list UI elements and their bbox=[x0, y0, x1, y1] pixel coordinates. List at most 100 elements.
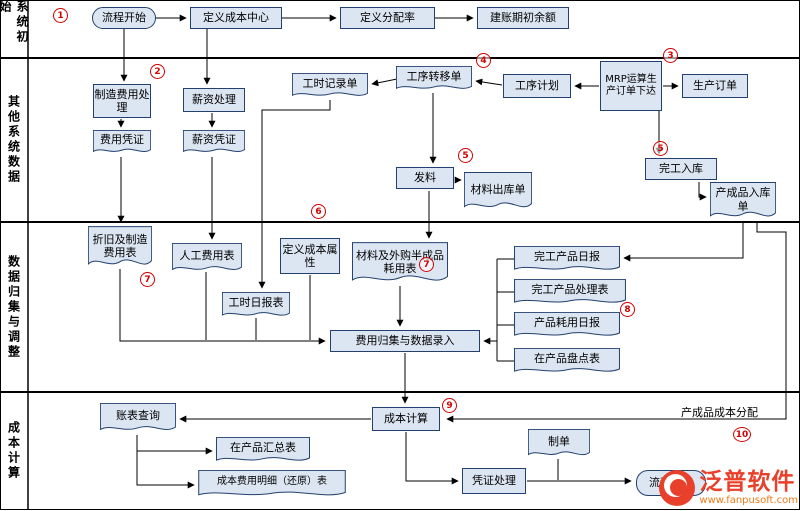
node-label: 薪资凭证 bbox=[192, 133, 236, 147]
node-label: 生产订单 bbox=[693, 79, 737, 93]
node-define-alloc-rate: 定义分配率 bbox=[340, 7, 435, 29]
document-shape bbox=[528, 429, 590, 460]
document-shape bbox=[464, 172, 532, 214]
node-mrp-run: MRP运算生产订单下达 bbox=[600, 61, 662, 111]
node-process-transfer: 工序转移单 bbox=[396, 66, 472, 93]
node-voucher-process: 凭证处理 bbox=[462, 468, 526, 494]
lane-label-other-system-data: 其他系统数据 bbox=[6, 95, 21, 185]
brand-name: 泛普软件 bbox=[699, 469, 796, 496]
node-labor-table: 人工费用表 bbox=[172, 243, 242, 275]
document-shape bbox=[710, 182, 776, 223]
watermark-text: 泛普软件 www.fanpusoft.com bbox=[699, 470, 798, 505]
node-opening-balance: 建账期初余额 bbox=[477, 7, 569, 29]
node-cost-detail: 成本费用明细（还原）表 bbox=[198, 470, 346, 500]
document-shape bbox=[88, 226, 152, 272]
node-report-query: 账表查询 bbox=[100, 403, 176, 435]
step-badge-5a: 5 bbox=[458, 148, 473, 163]
lane-label-cost-calc: 成本计算 bbox=[6, 421, 21, 481]
step-badge-2: 2 bbox=[150, 64, 165, 79]
fanpu-logo-icon bbox=[659, 470, 696, 506]
brand-url: www.fanpusoft.com bbox=[699, 494, 798, 506]
document-shape bbox=[183, 130, 245, 156]
node-material-out: 材料出库单 bbox=[464, 172, 532, 214]
step-badge-4: 4 bbox=[476, 53, 491, 68]
step-badge-10: 10 bbox=[733, 427, 751, 442]
node-fg-receipt: 产成品入库单 bbox=[710, 182, 776, 223]
node-label: 产品耗用日报 bbox=[534, 316, 600, 330]
node-cost-calc: 成本计算 bbox=[372, 407, 440, 431]
node-label: 定义成本中心 bbox=[203, 11, 269, 25]
node-label: 成本计算 bbox=[384, 412, 428, 426]
lane-label-data-collection: 数据归集与调整 bbox=[6, 254, 21, 360]
node-process-plan: 工序计划 bbox=[503, 74, 571, 98]
node-label: 流程开始 bbox=[102, 11, 146, 25]
node-label: 工时日报表 bbox=[228, 296, 284, 310]
node-label: 折旧及制造费用表 bbox=[92, 232, 148, 259]
document-shape bbox=[396, 66, 472, 93]
node-label: 制单 bbox=[548, 434, 570, 448]
document-shape bbox=[216, 437, 310, 465]
node-depreciation-table: 折旧及制造费用表 bbox=[88, 226, 152, 272]
node-timesheet-daily: 工时日报表 bbox=[222, 292, 290, 320]
node-label: 完工入库 bbox=[659, 162, 703, 176]
node-completion-in: 完工入库 bbox=[645, 158, 717, 180]
node-issue-material: 发料 bbox=[396, 167, 454, 189]
node-mfg-expense: 制造费用处理 bbox=[93, 84, 151, 118]
node-label: 材料出库单 bbox=[470, 183, 526, 197]
document-shape bbox=[514, 279, 626, 307]
node-define-cost-center: 定义成本中心 bbox=[190, 7, 282, 29]
node-label: 账表查询 bbox=[116, 409, 160, 423]
node-consumption-daily: 产品耗用日报 bbox=[514, 312, 620, 340]
node-label: MRP运算生产订单下达 bbox=[605, 74, 657, 97]
node-label: 完工产品处理表 bbox=[531, 283, 609, 297]
node-wip-summary: 在产品汇总表 bbox=[216, 437, 310, 465]
step-badge-1: 1 bbox=[53, 8, 68, 23]
node-fg-daily: 完工产品日报 bbox=[514, 246, 620, 274]
node-label: 定义分配率 bbox=[360, 11, 415, 25]
node-expense-voucher: 费用凭证 bbox=[93, 130, 151, 156]
node-label: 薪资处理 bbox=[192, 93, 236, 107]
node-label: 完工产品日报 bbox=[534, 250, 600, 264]
node-label: 制造费用处理 bbox=[94, 87, 150, 114]
node-label: 成本费用明细（还原）表 bbox=[217, 476, 327, 487]
node-label: 费用凭证 bbox=[100, 133, 144, 147]
vendor-watermark: 泛普软件 www.fanpusoft.com bbox=[659, 470, 798, 506]
node-label: 在产品盘点表 bbox=[534, 352, 600, 366]
node-payroll-voucher: 薪资凭证 bbox=[183, 130, 245, 156]
node-collection-entry: 费用归集与数据录入 bbox=[330, 330, 480, 352]
document-shape bbox=[222, 292, 290, 320]
logo-swirl-inner bbox=[670, 479, 688, 496]
node-start: 流程开始 bbox=[92, 7, 156, 29]
step-badge-6: 6 bbox=[311, 204, 326, 219]
node-make-voucher: 制单 bbox=[528, 429, 590, 460]
document-shape bbox=[93, 130, 151, 156]
annotation-fg-cost-alloc: 产成品成本分配 bbox=[681, 406, 758, 419]
document-shape bbox=[514, 348, 620, 376]
node-label: 工序转移单 bbox=[406, 69, 462, 83]
node-label: 工时记录单 bbox=[302, 76, 358, 90]
step-badge-3: 3 bbox=[663, 48, 678, 63]
step-badge-7b: 7 bbox=[419, 257, 434, 272]
node-label: 定义成本属性 bbox=[282, 242, 338, 269]
node-prod-order: 生产订单 bbox=[682, 74, 748, 98]
node-timesheet: 工时记录单 bbox=[292, 73, 368, 100]
node-label: 在产品汇总表 bbox=[230, 441, 296, 455]
node-label: 建账期初余额 bbox=[490, 11, 556, 25]
document-shape bbox=[172, 243, 242, 275]
step-badge-9: 9 bbox=[442, 398, 457, 413]
document-shape bbox=[292, 73, 368, 100]
node-label: 产成品入库单 bbox=[715, 186, 771, 213]
document-shape bbox=[198, 470, 346, 500]
step-badge-5b: 5 bbox=[653, 141, 668, 156]
document-shape bbox=[514, 246, 620, 274]
lane-label-system-init: 系统初始 bbox=[0, 0, 29, 45]
node-wip-count: 在产品盘点表 bbox=[514, 348, 620, 376]
node-cost-attr: 定义成本属性 bbox=[280, 238, 340, 274]
node-label: 发料 bbox=[414, 171, 436, 185]
node-label: 凭证处理 bbox=[472, 474, 516, 488]
node-label: 工序计划 bbox=[515, 79, 559, 93]
node-fg-process-table: 完工产品处理表 bbox=[514, 279, 626, 307]
document-shape bbox=[100, 403, 176, 435]
node-label: 费用归集与数据录入 bbox=[355, 334, 455, 348]
